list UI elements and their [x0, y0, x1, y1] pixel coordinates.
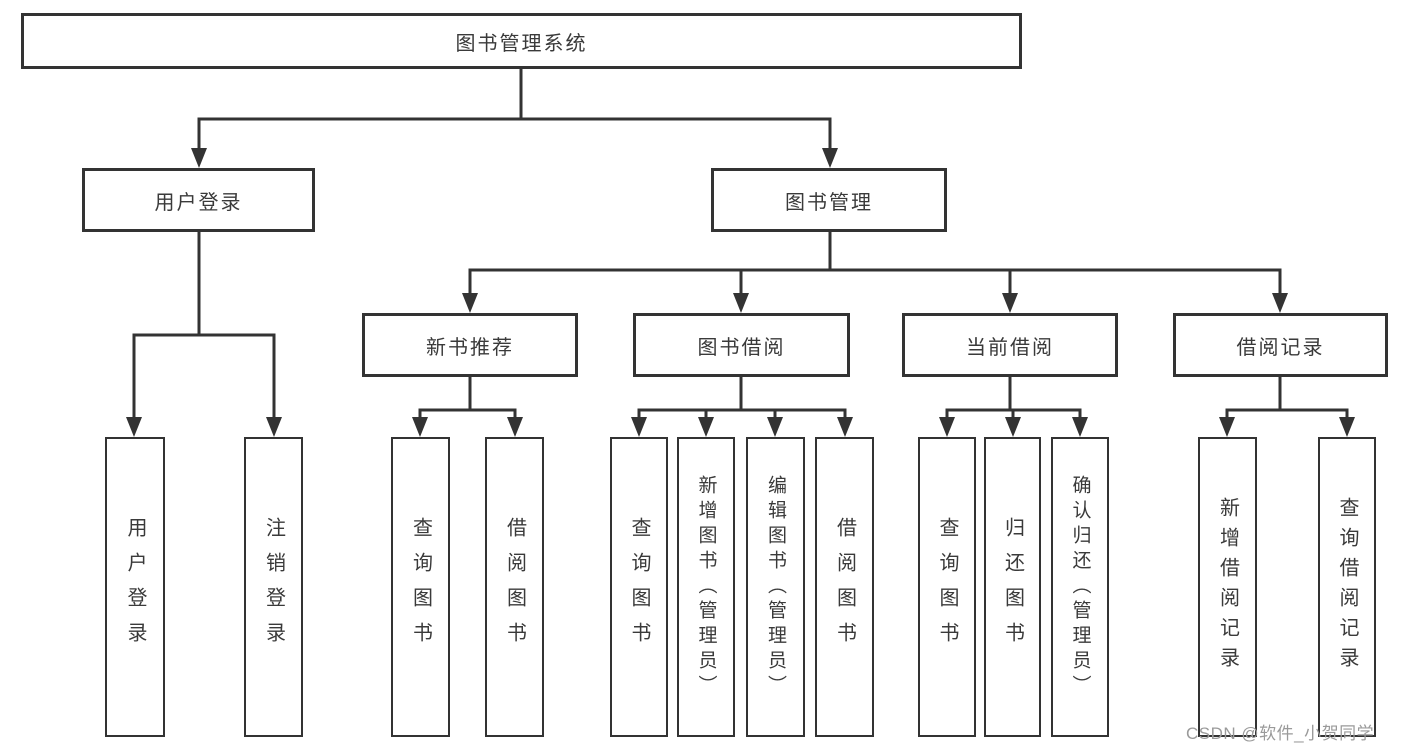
node-label: 图书借阅	[697, 336, 786, 359]
node-new-book-recommend: 新书推荐	[362, 313, 578, 377]
node-label: 当前借阅	[966, 336, 1054, 359]
leaf-borrow-books-newbooks: 借阅图书	[485, 437, 544, 737]
leaf-add-borrow-record: 新增借阅记录	[1198, 437, 1257, 737]
leaf-label: 编辑图书（管理员）	[765, 474, 786, 700]
leaf-label: 确认归还（管理员）	[1069, 474, 1091, 700]
node-borrow-records: 借阅记录	[1173, 313, 1388, 377]
leaf-user-login: 用户登录	[105, 437, 165, 737]
leaf-query-books-borrow: 查询图书	[610, 437, 668, 737]
leaf-label: 新增借阅记录	[1216, 497, 1239, 677]
node-current-borrow: 当前借阅	[902, 313, 1118, 377]
leaf-label: 查询图书	[628, 517, 650, 657]
node-book-borrow: 图书借阅	[633, 313, 850, 377]
node-label: 图书管理系统	[455, 32, 588, 55]
node-label: 新书推荐	[426, 336, 514, 359]
node-library-management-system: 图书管理系统	[21, 13, 1022, 69]
leaf-add-books-admin: 新增图书（管理员）	[677, 437, 735, 737]
leaf-return-books: 归还图书	[984, 437, 1041, 737]
node-label: 用户登录	[154, 191, 243, 214]
node-label: 借阅记录	[1236, 336, 1325, 359]
leaf-borrow-books-borrow: 借阅图书	[815, 437, 874, 737]
leaf-edit-books-admin: 编辑图书（管理员）	[746, 437, 805, 737]
connector-line	[132, 69, 1349, 419]
leaf-label: 归还图书	[1001, 517, 1024, 657]
leaf-label: 查询图书	[409, 517, 432, 657]
leaf-confirm-return-admin: 确认归还（管理员）	[1051, 437, 1109, 737]
leaf-logout-login: 注销登录	[244, 437, 303, 737]
csdn-watermark: CSDN @软件_小贺同学	[1186, 724, 1375, 743]
leaf-query-borrow-record: 查询借阅记录	[1318, 437, 1376, 737]
leaf-label: 借阅图书	[833, 517, 856, 657]
leaf-label: 查询图书	[936, 517, 958, 657]
leaf-label: 查询借阅记录	[1336, 497, 1358, 677]
node-book-management: 图书管理	[711, 168, 947, 232]
leaf-label: 新增图书（管理员）	[695, 474, 717, 700]
leaf-query-books-current: 查询图书	[918, 437, 976, 737]
leaf-label: 用户登录	[124, 517, 146, 657]
leaf-query-books-newbooks: 查询图书	[391, 437, 450, 737]
leaf-label: 注销登录	[262, 517, 285, 657]
node-label: 图书管理	[785, 191, 873, 214]
node-user-login: 用户登录	[82, 168, 315, 232]
leaf-label: 借阅图书	[503, 517, 526, 657]
